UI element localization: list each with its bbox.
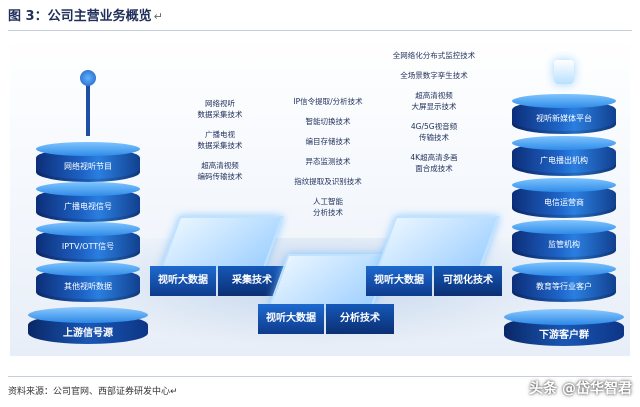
platform-label-left: 视听大数据 — [366, 266, 432, 296]
upstream-segment: 网络视听节目 — [36, 142, 140, 182]
platform-label-left: 视听大数据 — [150, 266, 216, 296]
platform-label-left: 视听大数据 — [258, 304, 324, 334]
platform-label-right: 可视化技术 — [434, 266, 502, 296]
collection-platform: 视听大数据 采集技术 — [150, 216, 290, 316]
visualization-tech-list: 全网络化分布式监控技术 全场景数字孪生技术 超高清视频 大屏显示技术 4G/5G… — [372, 50, 496, 183]
collection-tech-list: 网络视听 数据采集技术 广播电视 数据采集技术 超高清视频 编码传输技术 — [170, 98, 270, 191]
tech-item: 超高清视频 编码传输技术 — [197, 161, 243, 181]
downstream-segment: 广电播出机构 — [512, 136, 616, 176]
tech-item: 全网络化分布式监控技术 — [392, 51, 476, 60]
downstream-tower: 视听新媒体平台 广电播出机构 电信运营商 监管机构 教育等行业客户 下游客户群 — [504, 60, 624, 356]
top-divider — [8, 30, 632, 31]
platform-top — [376, 216, 500, 270]
tech-item: 人工智能 分析技术 — [313, 197, 343, 217]
figure-title-text: 图 3：公司主营业务概览 — [8, 9, 152, 24]
downstream-base: 下游客户群 — [504, 309, 624, 346]
tech-item: 4K超高清多画 面合成技术 — [410, 153, 458, 173]
antenna-icon — [86, 76, 90, 136]
antenna-ball-icon — [80, 70, 96, 86]
beacon-icon — [554, 60, 574, 84]
downstream-segment: 视听新媒体平台 — [512, 94, 616, 134]
downstream-segment: 监管机构 — [512, 220, 616, 260]
bottom-divider — [8, 376, 632, 377]
upstream-segment: 其他视听数据 — [36, 262, 140, 302]
upstream-base: 上游信号源 — [28, 307, 148, 344]
tech-item: 指纹提取及识别技术 — [294, 177, 362, 186]
tech-item: 4G/5G视音频 传输技术 — [410, 122, 458, 142]
business-overview-diagram: 网络视听节目 广播电视信号 IPTV/OTT信号 其他视听数据 上游信号源 视听… — [10, 36, 630, 356]
tech-item: 全场景数字孪生技术 — [400, 71, 468, 80]
tech-item: 智能切换技术 — [305, 117, 351, 126]
tech-item: IP信令提取/分析技术 — [293, 97, 363, 106]
upstream-segment: 广播电视信号 — [36, 182, 140, 222]
source-note: 资料来源：公司官网、西部证券研发中心↵ — [8, 387, 178, 397]
analysis-tech-list: IP信令提取/分析技术 智能切换技术 编目存储技术 异态监测技术 指纹提取及识别… — [268, 96, 388, 227]
downstream-segment: 电信运营商 — [512, 178, 616, 218]
tech-item: 编目存储技术 — [305, 137, 351, 146]
upstream-segment: IPTV/OTT信号 — [36, 222, 140, 262]
return-mark-icon: ↵ — [153, 10, 163, 23]
watermark: 头条 @岱华智君 — [529, 381, 632, 397]
figure-title: 图 3：公司主营业务概览↵ — [8, 6, 632, 28]
tech-item: 广播电视 数据采集技术 — [197, 130, 243, 150]
platform-label-right: 分析技术 — [326, 304, 394, 334]
visualization-platform: 视听大数据 可视化技术 — [366, 216, 506, 316]
downstream-segment: 教育等行业客户 — [512, 262, 616, 302]
upstream-tower: 网络视听节目 广播电视信号 IPTV/OTT信号 其他视听数据 上游信号源 — [28, 70, 148, 356]
tech-item: 网络视听 数据采集技术 — [197, 99, 243, 119]
tech-item: 异态监测技术 — [305, 157, 351, 166]
analysis-platform: 视听大数据 分析技术 — [258, 254, 398, 354]
tech-item: 超高清视频 大屏显示技术 — [411, 91, 457, 111]
